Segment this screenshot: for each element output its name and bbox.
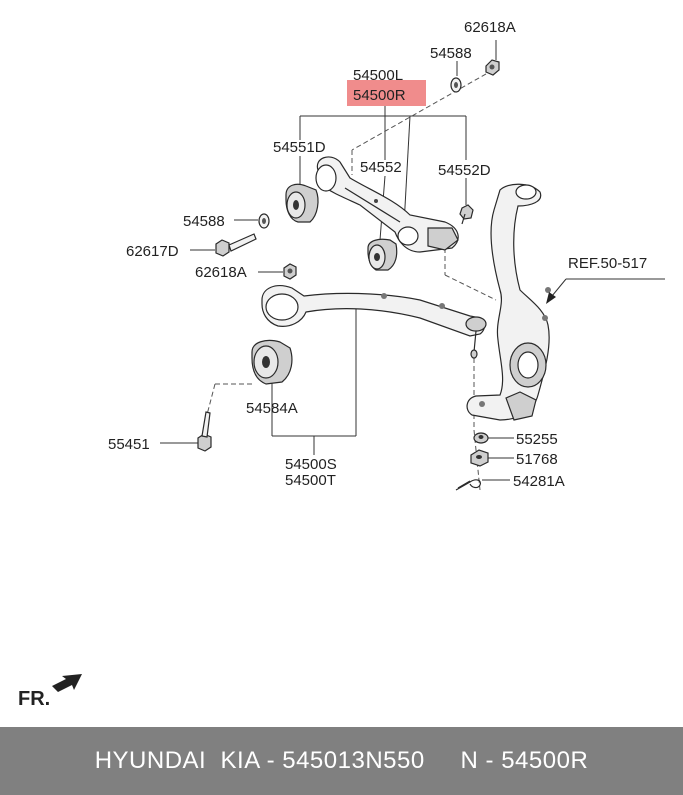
footer-bar: HYUNDAI KIA - 545013N550 N - 54500R: [0, 727, 683, 795]
upper-control-arm: [315, 156, 459, 253]
nut-62618A-top: [485, 59, 500, 76]
bolt-55451: [197, 411, 212, 452]
footer-part-number: HYUNDAI KIA - 545013N550 N - 54500R: [94, 747, 589, 774]
nut-62618A-mid: [283, 263, 297, 280]
label-54500T: 54500T: [285, 472, 336, 489]
steering-knuckle: [466, 183, 551, 421]
assembly-dashed-lines: [202, 69, 497, 491]
label-62618A-mid: 62618A: [195, 264, 247, 281]
label-54551D: 54551D: [273, 139, 326, 156]
label-62618A-top: 62618A: [464, 19, 516, 36]
label-54500R: 54500R: [353, 87, 406, 104]
ref-arrow-icon: [546, 292, 556, 304]
highlight-box: [347, 80, 426, 106]
label-51768: 51768: [516, 451, 558, 468]
label-ref: REF.50-517: [568, 255, 647, 272]
parts-diagram: 62618A 54588 54500L 54500R 54551D 54552 …: [18, 19, 665, 710]
label-54552D: 54552D: [438, 162, 491, 179]
label-54584A: 54584A: [246, 400, 298, 417]
label-54588-top: 54588: [430, 45, 472, 62]
upper-arm-bushing-left: [285, 183, 319, 223]
label-54281A: 54281A: [513, 473, 565, 490]
lower-arm-bushing-54584A: [251, 339, 293, 385]
washer-54588-left: [258, 213, 270, 229]
arrow-icon: [52, 674, 82, 692]
bolt-62617D: [215, 233, 257, 257]
lower-control-arm: [261, 285, 487, 359]
bolt-54552D: [459, 204, 474, 225]
label-fr: FR.: [18, 688, 50, 710]
cotter-pin-54281A: [455, 479, 481, 491]
label-62617D: 62617D: [126, 243, 179, 260]
label-55255: 55255: [516, 431, 558, 448]
label-54500S: 54500S: [285, 456, 337, 473]
label-54552: 54552: [360, 159, 402, 176]
washer-54588-top: [450, 77, 462, 93]
nut-51768: [470, 449, 489, 467]
upper-arm-bushing-54552: [367, 238, 398, 271]
label-54500L: 54500L: [353, 67, 403, 84]
front-indicator: FR.: [18, 674, 82, 710]
label-54588-left: 54588: [183, 213, 225, 230]
nut-55255: [473, 432, 489, 444]
label-55451: 55451: [108, 436, 150, 453]
